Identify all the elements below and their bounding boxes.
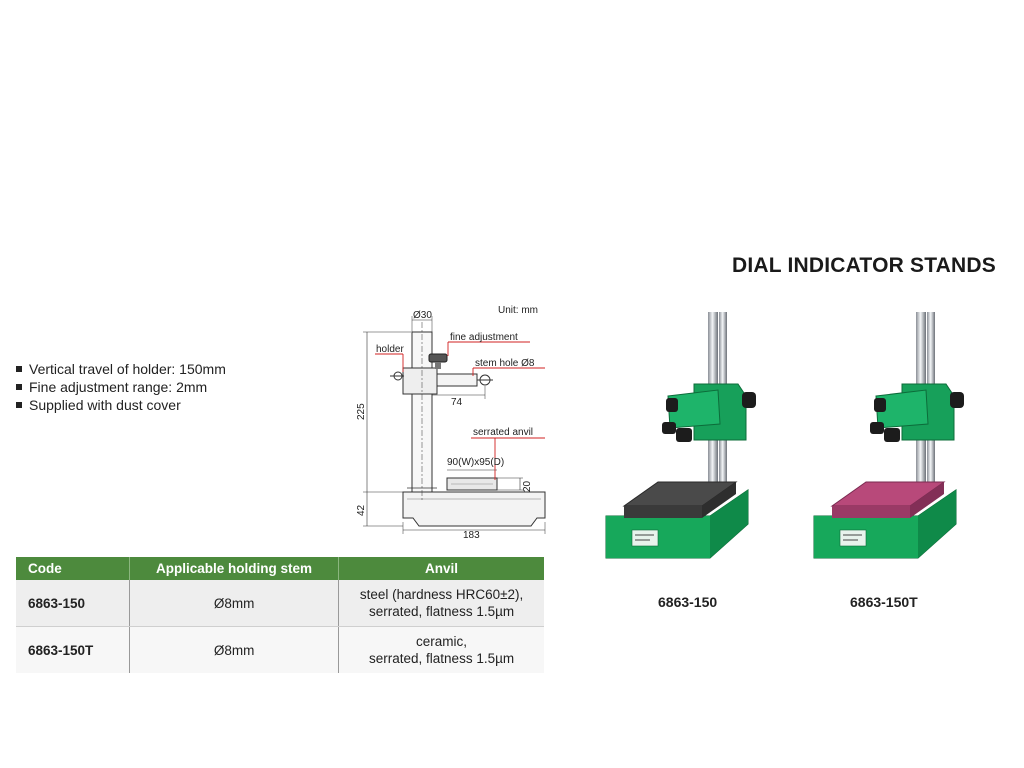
anvil-line: serrated, flatness 1.5µm — [369, 604, 515, 619]
column-diameter-label: Ø30 — [413, 310, 432, 321]
page-title: DIAL INDICATOR STANDS — [732, 254, 996, 277]
anvil-height-label: 20 — [522, 480, 533, 492]
column-header-anvil: Anvil — [338, 557, 544, 580]
anvil-line: ceramic, — [416, 634, 468, 649]
table-row: 6863-150T Ø8mm ceramic, serrated, flatne… — [16, 626, 544, 673]
reach-dimension-label: 74 — [451, 397, 463, 408]
feature-item: Fine adjustment range: 2mm — [15, 378, 226, 396]
fine-adjustment-label: fine adjustment — [450, 332, 518, 343]
serrated-anvil-label: serrated anvil — [473, 427, 533, 438]
base-width-label: 183 — [463, 530, 480, 540]
column-header-stem: Applicable holding stem — [128, 557, 339, 580]
anvil-line: serrated, flatness 1.5µm — [369, 651, 515, 666]
spec-table: Code Applicable holding stem Anvil 6863-… — [16, 557, 544, 673]
feature-item: Supplied with dust cover — [15, 396, 226, 414]
height-dimension-label: 225 — [356, 403, 367, 420]
stem-cell: Ø8mm — [128, 580, 339, 627]
table-row: 6863-150 Ø8mm steel (hardness HRC60±2), … — [16, 580, 544, 627]
anvil-cell: steel (hardness HRC60±2), serrated, flat… — [338, 580, 544, 627]
feature-item: Vertical travel of holder: 150mm — [15, 360, 226, 378]
table-header-row: Code Applicable holding stem Anvil — [16, 557, 544, 580]
code-cell: 6863-150T — [16, 626, 130, 673]
anvil-cell: ceramic, serrated, flatness 1.5µm — [338, 626, 544, 673]
anvil-size-label: 90(W)x95(D) — [447, 457, 504, 468]
stem-hole-label: stem hole Ø8 — [475, 358, 535, 369]
feature-list: Vertical travel of holder: 150mm Fine ad… — [15, 360, 226, 414]
stem-cell: Ø8mm — [128, 626, 339, 673]
anvil-line: steel (hardness HRC60±2), — [359, 587, 524, 602]
base-outline — [402, 491, 546, 527]
base-height-label: 42 — [356, 504, 367, 516]
unit-label: Unit: mm — [498, 305, 538, 316]
product-image-6863-150t — [813, 312, 964, 559]
column-header-code: Code — [16, 557, 130, 580]
dimension-drawing: Unit: mm Ø30 fine adjustment holder stem… — [356, 305, 546, 540]
product-image-6863-150 — [605, 312, 756, 559]
product-label: 6863-150 — [658, 594, 718, 610]
code-cell: 6863-150 — [16, 580, 130, 627]
holder-outline — [402, 367, 438, 395]
holder-label: holder — [376, 344, 404, 355]
product-label: 6863-150T — [850, 594, 918, 610]
